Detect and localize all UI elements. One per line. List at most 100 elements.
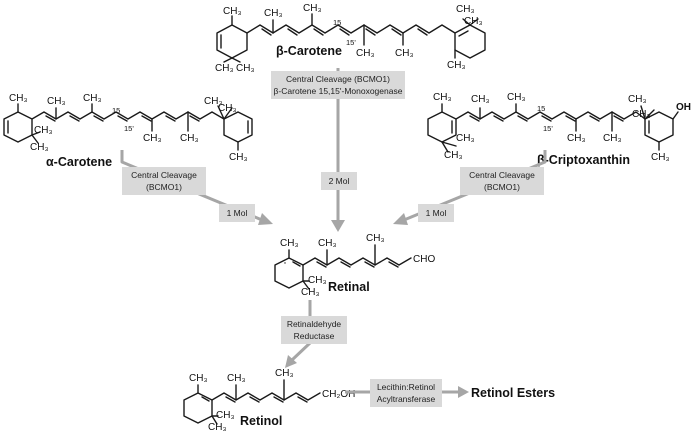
methyl-label: CH₃: [143, 133, 162, 144]
methyl-label: CH₃: [216, 410, 235, 421]
methyl-label: CH₃: [318, 238, 337, 249]
methyl-label: CH₃: [275, 368, 294, 379]
methyl-label: CH₃: [208, 422, 227, 433]
enzyme-label-line1: Central Cleavage (BCMO1): [286, 74, 390, 84]
methyl-label: CH₃: [227, 373, 246, 384]
methyl-label: CH₃: [366, 233, 385, 244]
methyl-label: CH₃: [356, 48, 375, 59]
alpha-carotene-name: α-Carotene: [46, 155, 112, 169]
double-bond: [165, 115, 176, 122]
locant-15-prime: 15': [346, 38, 356, 47]
beta-carotene-chain: [246, 24, 456, 34]
enzyme-label-line2: (BCMO1): [146, 182, 182, 192]
enzyme-label-line1: Retinaldehyde: [287, 319, 342, 329]
methyl-bond: [640, 105, 646, 120]
retinol-chain: [211, 392, 321, 401]
methyl-bond: [31, 134, 39, 144]
beta-cryptoxanthin-structure: CH₃ CH₃ CH₃ CH₃ CH₃ CH₃ CH₃ 15 15' CH₃ C…: [427, 92, 691, 163]
beta-carotene-right-ring: [454, 24, 486, 59]
methyl-label: CH₃: [433, 92, 452, 103]
methyl-bond: [223, 107, 233, 120]
methyl-bond: [231, 57, 241, 63]
retinol-name: Retinol: [240, 414, 282, 428]
locant-15-prime: 15': [543, 124, 553, 133]
ring-double-bond: [458, 30, 469, 37]
locant-15-prime: 15': [124, 124, 134, 133]
double-bond: [287, 28, 298, 36]
alpha-carotene-chain: [31, 111, 225, 120]
methyl-label: CH₃: [301, 287, 320, 298]
methyl-label: CH₃: [280, 238, 299, 249]
methyl-label: CH₃: [9, 93, 28, 104]
double-bond: [189, 115, 200, 122]
enzyme-label-line1: Lecithin:Retinol: [377, 382, 435, 392]
double-bond: [469, 115, 480, 122]
methyl-label: CH₃: [180, 133, 199, 144]
double-bond: [388, 261, 399, 268]
arrowhead: [458, 386, 469, 398]
methyl-label: CH₃: [628, 94, 647, 105]
locant-15: 15: [537, 104, 545, 113]
methyl-label: CH₃: [223, 6, 242, 17]
methyl-label: CH₃: [447, 60, 466, 71]
methyl-label: CH₃: [34, 125, 53, 136]
double-bond: [365, 28, 376, 36]
double-bond: [45, 115, 56, 122]
retinal-cho-label: CHO: [413, 254, 435, 265]
beta-carotene-name: β-Carotene: [276, 44, 342, 58]
double-bond: [613, 115, 624, 122]
double-bond: [541, 115, 552, 122]
methyl-bond: [469, 18, 479, 26]
double-bond: [141, 115, 152, 122]
yield-box-right: 1 Mol: [418, 204, 454, 222]
enzyme-label-line2: (BCMO1): [484, 182, 520, 192]
methyl-label: CH₃: [303, 3, 322, 14]
double-bond: [517, 115, 528, 122]
yield-label: 1 Mol: [426, 208, 447, 218]
double-bond: [417, 28, 428, 36]
ring-double-bond: [292, 261, 301, 267]
locant-15: 15: [112, 106, 120, 115]
arrowhead: [258, 213, 273, 225]
double-bond: [340, 261, 351, 268]
methyl-label: CH₃: [218, 103, 237, 114]
beta-cryptoxanthin-name: β-Criptoxanthin: [537, 153, 630, 167]
yield-label: 1 Mol: [227, 208, 248, 218]
methyl-bond: [441, 141, 449, 153]
double-bond: [565, 115, 576, 122]
methyl-bond: [31, 131, 41, 136]
ring-double-bond: [201, 396, 210, 402]
double-bond: [249, 396, 260, 403]
double-bond: [261, 28, 272, 36]
retinal-name: Retinal: [328, 280, 370, 294]
yield-box-center: 2 Mol: [321, 172, 357, 190]
methyl-label: CH₃: [264, 8, 283, 19]
locant-15: 15: [333, 18, 341, 27]
enzyme-box-bcmo1-top: Central Cleavage (BCMO1) β-Carotene 15,1…: [271, 71, 405, 99]
double-bond: [225, 396, 236, 403]
enzyme-box-lrat: Lecithin:Retinol Acyltransferase: [370, 379, 442, 407]
double-bond: [69, 115, 80, 122]
methyl-bond: [644, 109, 655, 120]
double-bond: [93, 115, 104, 122]
arrow-beta-cryptoxanthin-to-retinal: [403, 150, 547, 222]
methyl-label: CH₃: [83, 93, 102, 104]
retinol-esters-name: Retinol Esters: [471, 386, 555, 400]
enzyme-label-line2: Acyltransferase: [377, 394, 436, 404]
methyl-label: CH₃: [308, 275, 327, 286]
retinal-ring: [274, 257, 304, 289]
methyl-label: CH₃: [456, 133, 475, 144]
methyl-label: CH₃: [189, 373, 208, 384]
retinal-chain: [302, 257, 412, 266]
methyl-label: CH₃: [30, 142, 49, 153]
arrow-alpha-carotene-to-retinal: [120, 150, 263, 222]
methyl-label: CH₃: [236, 63, 255, 74]
methyl-bond: [462, 18, 471, 26]
retinol-ch2oh-label: CH₂OH: [322, 389, 355, 400]
methyl-label: CH₃: [632, 109, 651, 120]
methyl-bond: [217, 105, 225, 120]
beta-carotene-structure: CH₃ CH₃ CH₃ CH₃ CH₃ CH₃ CH₃ 15 15' CH₃ C…: [215, 3, 486, 74]
double-bond: [313, 28, 324, 36]
pathway-arrows: [120, 68, 547, 398]
retinal-structure: CH₃ CH₃ CH₃ CH₃ CH₃ CHO: [274, 233, 435, 298]
